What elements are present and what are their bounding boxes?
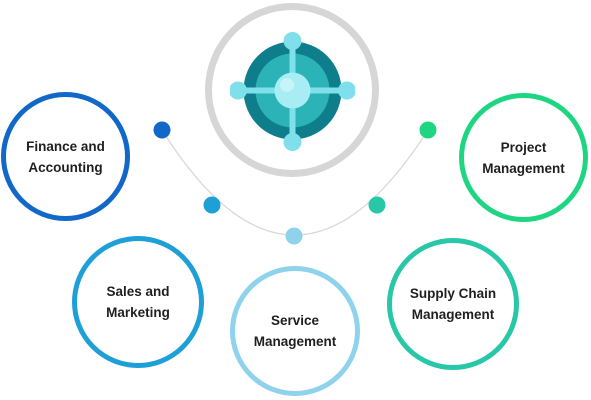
logo-node-left — [230, 81, 247, 100]
connector-dot-finance — [153, 121, 171, 139]
connector-dot-sales — [203, 196, 221, 214]
module-label-supply: Supply Chain Management — [409, 286, 497, 322]
connector-dot-service — [285, 227, 303, 245]
module-label-finance: Finance and Accounting — [26, 138, 105, 175]
module-finance-and-accounting: Finance and Accounting — [1, 92, 130, 221]
connector-dot-supply — [368, 196, 386, 214]
module-sales-and-marketing: Sales and Marketing — [72, 236, 204, 368]
module-label-sales: Sales and Marketing — [106, 284, 170, 320]
logo-node-top — [283, 32, 302, 50]
module-project-management: Project Management — [459, 93, 588, 222]
module-label-service: Service Management — [253, 313, 337, 349]
module-label-project: Project Management — [482, 139, 565, 176]
logo-center-node — [274, 72, 311, 109]
module-supply-chain-management: Supply Chain Management — [387, 238, 519, 370]
connector-dot-project — [419, 121, 437, 139]
logo-node-right — [338, 81, 355, 100]
module-service-management: Service Management — [230, 266, 360, 396]
connector-dots — [153, 121, 437, 245]
business-central-logo-icon — [230, 32, 355, 151]
logo-center-highlight — [280, 78, 294, 92]
logo-node-bottom — [283, 133, 302, 151]
